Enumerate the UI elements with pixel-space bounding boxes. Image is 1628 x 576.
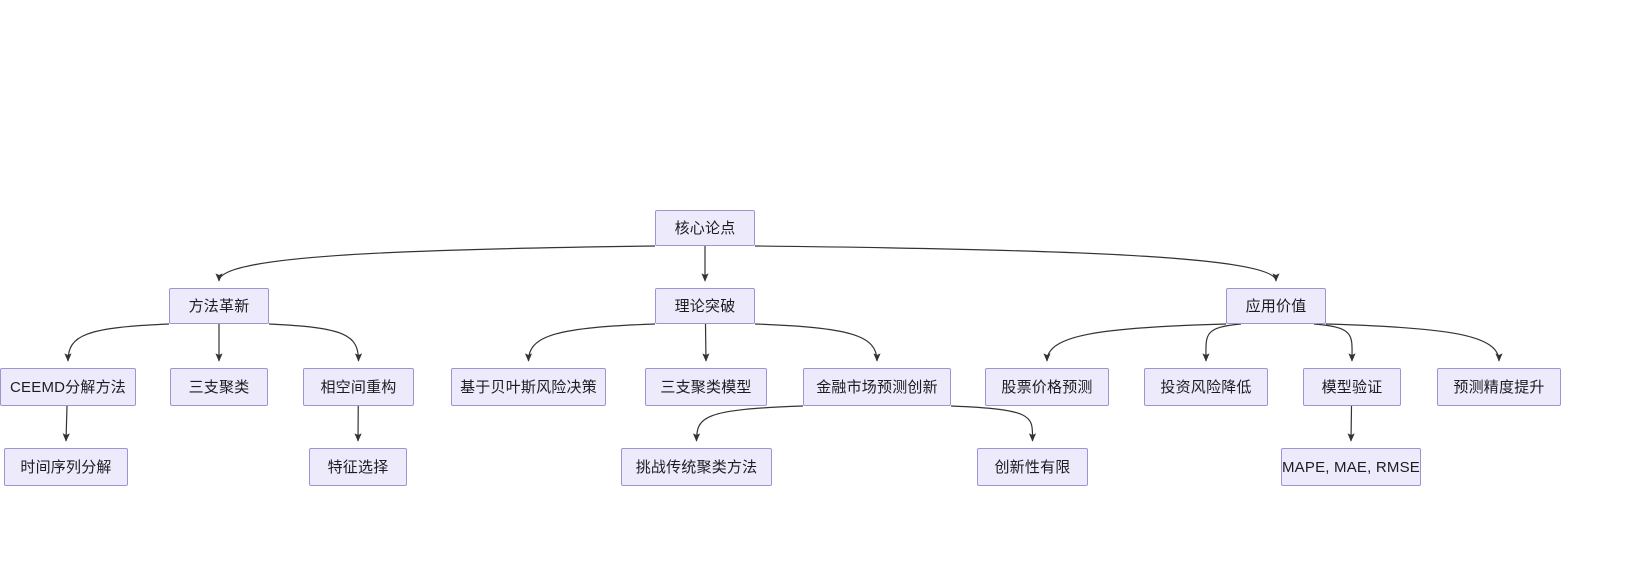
node-c6[interactable]: 金融市场预测创新	[803, 368, 951, 406]
node-m2[interactable]: 理论突破	[655, 288, 755, 324]
node-label: 股票价格预测	[1001, 378, 1093, 396]
node-label: 核心论点	[674, 219, 736, 237]
edge-root-to-m3	[754, 245, 1280, 282]
edge-m2-to-c4	[524, 323, 656, 362]
edge-c1-to-d1	[62, 405, 70, 442]
node-label: CEEMD分解方法	[10, 378, 126, 396]
node-label: 金融市场预测创新	[816, 378, 938, 396]
node-label: 三支聚类	[188, 378, 250, 396]
edge-m3-to-c8	[1202, 323, 1242, 362]
node-label: 理论突破	[674, 297, 736, 315]
node-m1[interactable]: 方法革新	[169, 288, 269, 324]
node-label: 投资风险降低	[1160, 378, 1252, 396]
node-c8[interactable]: 投资风险降低	[1144, 368, 1268, 406]
node-label: 特征选择	[327, 458, 389, 476]
node-label: 创新性有限	[994, 458, 1071, 476]
edge-c9-to-d5	[1347, 405, 1355, 442]
edge-m2-to-c5	[702, 323, 710, 362]
node-label: 预测精度提升	[1453, 378, 1545, 396]
edge-m1-to-c3	[268, 323, 363, 362]
node-label: MAPE, MAE, RMSE	[1281, 458, 1421, 476]
node-root[interactable]: 核心论点	[655, 210, 755, 246]
node-label: 基于贝叶斯风险决策	[460, 378, 597, 396]
edge-m2-to-c6	[754, 323, 881, 362]
node-c9[interactable]: 模型验证	[1303, 368, 1401, 406]
edge-c6-to-d4	[950, 405, 1037, 442]
edge-m3-to-c9	[1313, 323, 1356, 362]
node-c3[interactable]: 相空间重构	[303, 368, 414, 406]
node-c7[interactable]: 股票价格预测	[985, 368, 1109, 406]
edge-root-to-m1	[215, 245, 656, 282]
node-label: 时间序列分解	[20, 458, 112, 476]
node-c4[interactable]: 基于贝叶斯风险决策	[451, 368, 606, 406]
node-c5[interactable]: 三支聚类模型	[645, 368, 767, 406]
node-c10[interactable]: 预测精度提升	[1437, 368, 1561, 406]
node-d2[interactable]: 特征选择	[309, 448, 407, 486]
node-label: 方法革新	[188, 297, 250, 315]
node-d4[interactable]: 创新性有限	[977, 448, 1088, 486]
node-label: 挑战传统聚类方法	[635, 458, 758, 476]
edge-m3-to-c10	[1325, 323, 1503, 362]
node-c2[interactable]: 三支聚类	[170, 368, 268, 406]
node-label: 相空间重构	[320, 378, 397, 396]
node-m3[interactable]: 应用价值	[1226, 288, 1326, 324]
node-c1[interactable]: CEEMD分解方法	[0, 368, 136, 406]
node-label: 三支聚类模型	[660, 378, 752, 396]
node-d5[interactable]: MAPE, MAE, RMSE	[1281, 448, 1421, 486]
edge-c6-to-d3	[692, 405, 804, 442]
node-label: 模型验证	[1321, 378, 1383, 396]
node-label: 应用价值	[1245, 297, 1307, 315]
node-d1[interactable]: 时间序列分解	[4, 448, 128, 486]
edge-m3-to-c7	[1043, 323, 1227, 362]
node-d3[interactable]: 挑战传统聚类方法	[621, 448, 772, 486]
edge-m1-to-c1	[64, 323, 170, 362]
